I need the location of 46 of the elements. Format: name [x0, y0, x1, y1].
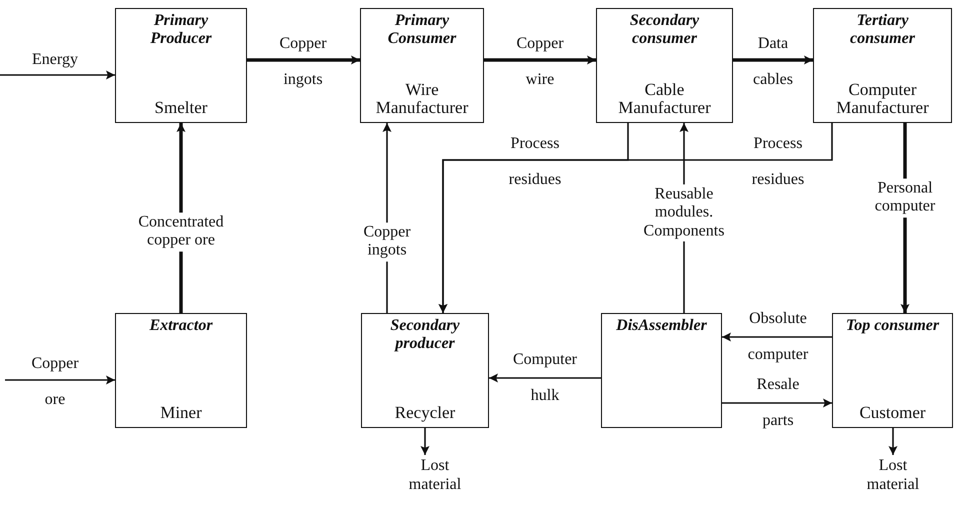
actor-name: Computer Manufacturer	[835, 80, 930, 118]
process-box	[596, 8, 733, 123]
actor-name: Miner	[160, 404, 202, 423]
arrow	[722, 332, 832, 342]
edge-label: Obsolute computer	[746, 309, 810, 365]
process-box	[360, 8, 484, 123]
arrow	[489, 374, 601, 382]
arrow	[420, 428, 430, 455]
actor-name: Smelter	[154, 99, 208, 118]
role-heading: Top consumer	[846, 317, 940, 335]
arrow	[733, 56, 813, 64]
arrow	[247, 56, 360, 64]
edge-label: Computer hulk	[512, 350, 578, 406]
process-box	[115, 8, 247, 123]
process-box	[601, 313, 722, 428]
process-box	[813, 8, 952, 123]
edge-label: Copper ore	[30, 354, 80, 410]
arrow	[438, 123, 833, 313]
role-heading: DisAssembler	[616, 317, 707, 335]
role-heading: Primary Consumer	[386, 12, 458, 48]
edge-label: Energy	[31, 51, 79, 69]
actor-name: Wire Manufacturer	[374, 80, 470, 118]
edge-label: Process residues	[750, 134, 806, 190]
process-box	[832, 313, 953, 428]
process-box	[115, 313, 247, 428]
edge-label: Data cables	[752, 34, 794, 90]
role-heading: Secondary consumer	[628, 12, 700, 48]
role-heading: Primary Producer	[149, 12, 213, 48]
edge-label: Process residues	[508, 134, 562, 190]
arrow	[888, 428, 898, 455]
arrow	[0, 70, 115, 80]
actor-name: Recycler	[394, 404, 456, 423]
outcome-text: Lost material	[395, 455, 475, 497]
actor-name: Customer	[859, 404, 926, 423]
arrow	[5, 376, 115, 384]
actor-name: Cable Manufacturer	[617, 80, 712, 118]
outcome-text: Lost material	[853, 455, 933, 497]
role-heading: Tertiary consumer	[849, 12, 916, 48]
role-heading: Secondary producer	[389, 317, 461, 352]
arrow	[722, 398, 832, 408]
process-box	[361, 313, 489, 428]
edge-label: Resale parts	[756, 375, 800, 431]
role-heading: Extractor	[149, 317, 213, 335]
edge-label: Copper ingots	[278, 34, 328, 90]
edge-label: Copper wire	[515, 34, 565, 90]
arrow	[484, 56, 596, 64]
